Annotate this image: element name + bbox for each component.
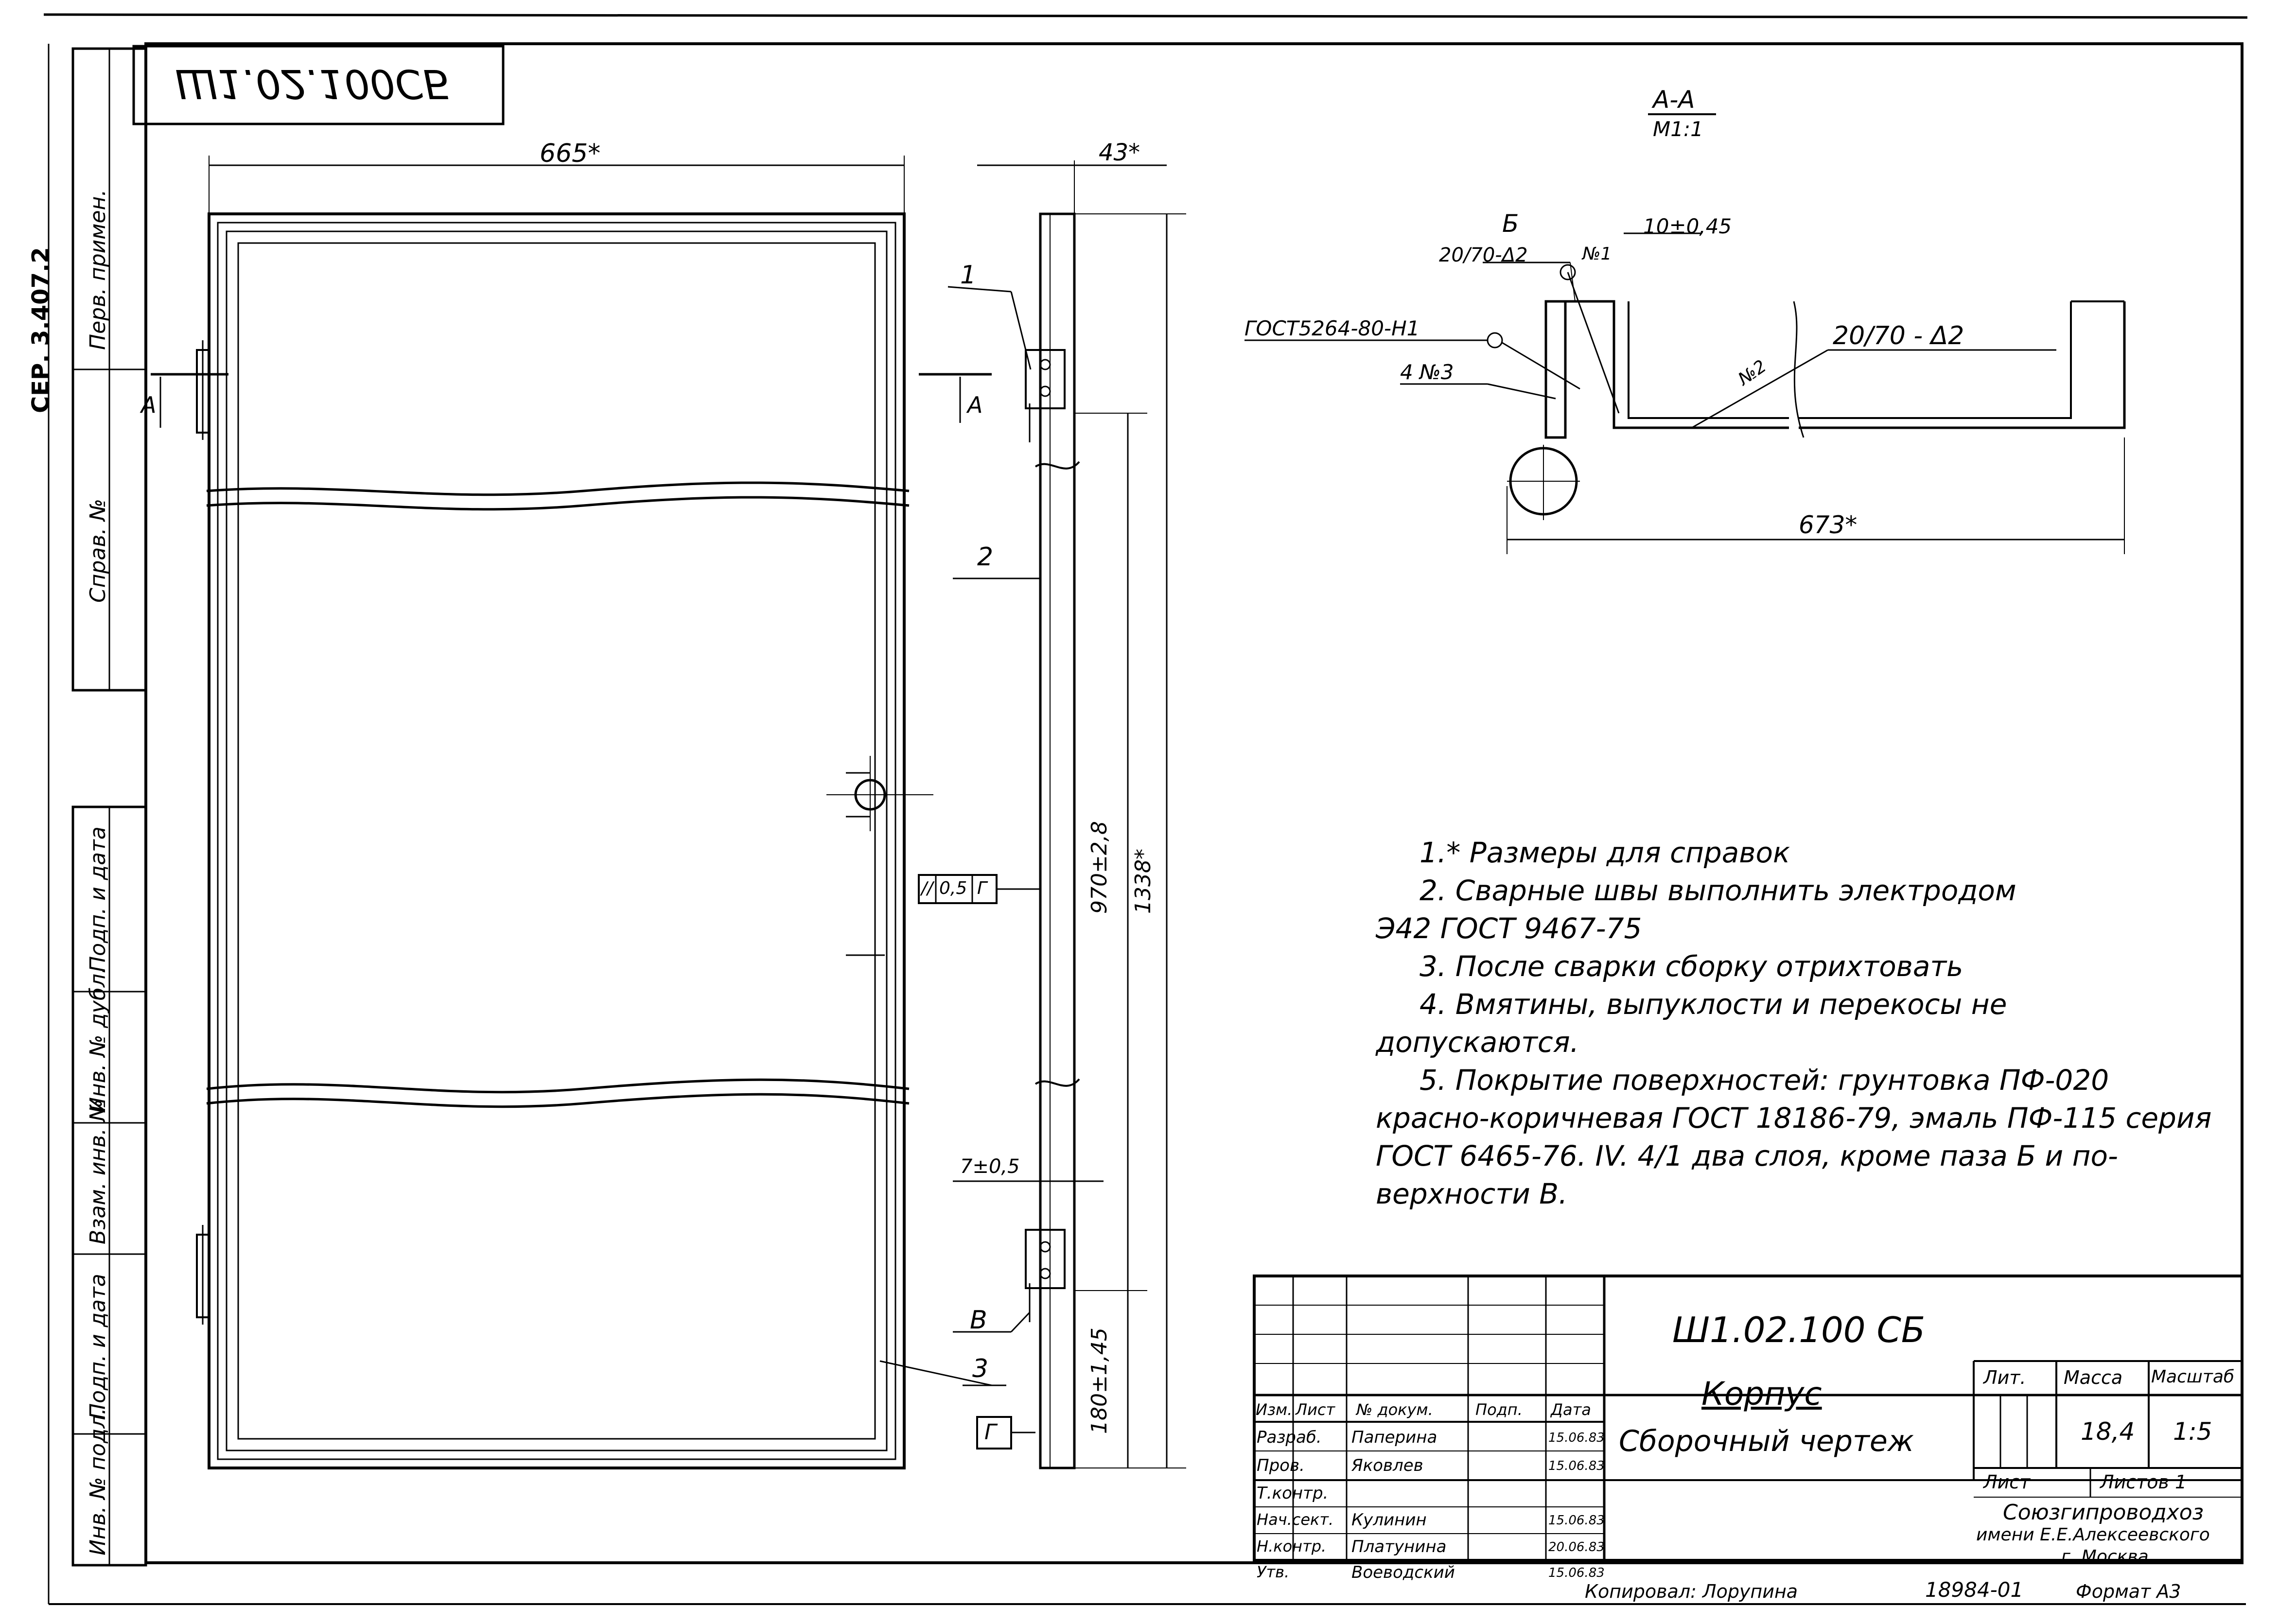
section-marker-a-right: А — [967, 392, 983, 418]
tb-date: 15.06.83 — [1548, 1513, 1605, 1528]
dim-7: 7±0,5 — [960, 1155, 1020, 1178]
margin-inv-podl: Инв. № подл. — [86, 1408, 110, 1555]
tb-date: 15.06.83 — [1548, 1459, 1605, 1473]
callout-1: 1 — [960, 261, 977, 290]
door-frame-outer — [208, 212, 906, 1469]
title-block-frame — [1253, 1275, 2243, 1562]
title-name: Корпус — [1701, 1375, 1822, 1413]
section-marker-a-left: А — [141, 392, 157, 418]
ref-g-box-label: Г — [984, 1420, 997, 1445]
note-line: верхности В. — [1376, 1177, 1568, 1210]
section-b: Б — [1502, 210, 1519, 238]
tb-person: Кулинин — [1351, 1510, 1427, 1530]
top-stamp-box — [132, 45, 505, 125]
section-scale: М1:1 — [1653, 117, 1703, 141]
section-weld-1: 20/70-Δ2 — [1439, 244, 1528, 266]
note-line: 3. После сварки сборку отрихтовать — [1420, 950, 1963, 983]
tb-role: Разраб. — [1257, 1428, 1322, 1447]
tb-header-izm: Изм. — [1256, 1400, 1293, 1419]
footer-order: 18984-01 — [1925, 1578, 2024, 1602]
note-line: допускаются. — [1376, 1026, 1579, 1059]
note-line: 2. Сварные швы выполнить электродом — [1420, 874, 2016, 907]
tb-role: Пров. — [1257, 1456, 1305, 1475]
tolerance-ref: Г — [977, 878, 987, 898]
tolerance-symbol: // — [921, 878, 933, 898]
margin-sprav: Справ. № — [86, 498, 110, 603]
tb-mass-value: 18,4 — [2081, 1417, 2135, 1446]
tb-header-list: Лист — [1296, 1400, 1335, 1419]
tb-org-1: Союзгипроводхоз — [2003, 1500, 2204, 1525]
tb-person: Воеводский — [1351, 1563, 1455, 1582]
section-weld-2: 20/70 - Δ2 — [1833, 321, 1964, 350]
tb-lit-label: Лит. — [1983, 1367, 2026, 1388]
footer-format: Формат А3 — [2076, 1581, 2181, 1602]
title-doc-type: Сборочный чертеж — [1619, 1424, 1914, 1458]
section-dim-10: 10±0,45 — [1643, 214, 1732, 238]
tolerance-value: 0,5 — [939, 878, 967, 898]
series-label: СЕР. 3.407.2 — [27, 247, 54, 413]
section-dim-673: 673* — [1799, 511, 1858, 539]
tb-person: Яковлев — [1351, 1456, 1423, 1475]
tb-role: Н.контр. — [1257, 1537, 1327, 1555]
dim-1338: 1338* — [1131, 849, 1156, 914]
callout-3: 3 — [972, 1354, 989, 1383]
tb-mass-label: Масса — [2064, 1367, 2123, 1388]
dim-970: 970±2,8 — [1087, 821, 1112, 914]
tb-date: 15.06.83 — [1548, 1566, 1605, 1580]
tb-role: Т.контр. — [1257, 1484, 1329, 1503]
tb-scale-label: Масштаб — [2151, 1367, 2235, 1387]
margin-inv-dubl: Инв. № дубл. — [86, 966, 110, 1113]
tb-date: 20.06.83 — [1548, 1540, 1605, 1555]
callout-v: В — [970, 1306, 987, 1335]
tb-sheet-label: Лист — [1983, 1471, 2031, 1493]
sheet-top-border — [43, 13, 2248, 19]
tb-org-3: г. Москва — [2061, 1547, 2149, 1567]
note-line: 1.* Размеры для справок — [1420, 836, 1790, 869]
section-n3: 4 №3 — [1400, 360, 1454, 384]
section-title: А-А — [1653, 86, 1695, 114]
notes-block: 1.* Размеры для справок 2. Сварные швы в… — [1376, 834, 2211, 1213]
side-profile — [1039, 212, 1076, 1469]
dim-180: 180±1,45 — [1087, 1328, 1112, 1434]
tb-header-data: Дата — [1551, 1400, 1591, 1419]
tb-scale-value: 1:5 — [2173, 1417, 2212, 1446]
tb-role: Нач.сект. — [1257, 1510, 1334, 1529]
note-line: Э42 ГОСТ 9467-75 — [1376, 912, 1642, 945]
tb-role: Утв. — [1257, 1563, 1290, 1581]
note-line: 4. Вмятины, выпуклости и перекосы не — [1420, 988, 2007, 1021]
section-gost: ГОСТ5264-80-Н1 — [1244, 316, 1420, 340]
note-line: ГОСТ 6465-76. IV. 4/1 два слоя, кроме па… — [1376, 1139, 2118, 1172]
margin-vzam-inv: Взам. инв. № — [86, 1099, 110, 1244]
margin-podp-data-top: Подп. и дата — [86, 826, 110, 972]
inner-frame — [144, 42, 2243, 1564]
margin-podp-data-bottom: Подп. и дата — [86, 1274, 110, 1419]
callout-2: 2 — [977, 542, 994, 572]
tb-person: Паперина — [1351, 1428, 1437, 1447]
top-stamp-text: Ш1.02.100СБ — [175, 60, 451, 106]
note-line: красно-коричневая ГОСТ 18186-79, эмаль П… — [1376, 1101, 2212, 1135]
note-line: 5. Покрытие поверхностей: грунтовка ПФ-0… — [1420, 1064, 2109, 1097]
tb-date: 15.06.83 — [1548, 1431, 1605, 1445]
footer-copied: Копировал: Лорупина — [1585, 1581, 1798, 1602]
tb-org-2: имени Е.Е.Алексеевского — [1976, 1525, 2210, 1545]
tb-header-doc: № докум. — [1356, 1400, 1433, 1419]
tb-header-podp: Подп. — [1475, 1400, 1523, 1419]
margin-perv-prim: Перв. примен. — [86, 189, 110, 350]
title-designation: Ш1.02.100 СБ — [1672, 1310, 1926, 1350]
tb-sheets-label: Листов 1 — [2100, 1471, 2187, 1493]
dim-width-665: 665* — [540, 139, 601, 168]
section-weld-no1: №1 — [1582, 244, 1612, 264]
dim-side-43: 43* — [1099, 139, 1140, 166]
tb-person: Платунина — [1351, 1537, 1447, 1556]
